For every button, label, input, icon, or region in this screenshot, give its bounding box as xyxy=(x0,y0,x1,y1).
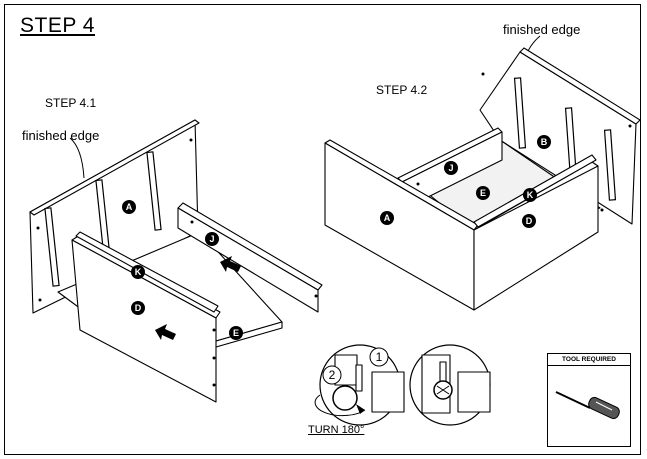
front-panel-d-42 xyxy=(473,165,599,311)
part-bubble-b-2: B xyxy=(537,135,551,149)
svg-text:E: E xyxy=(480,188,486,198)
finished-edge-leader-left xyxy=(69,137,85,179)
step-4-2-drawing xyxy=(324,47,641,311)
svg-text:J: J xyxy=(209,234,214,244)
substep-label-4-1: STEP 4.1 xyxy=(45,96,97,110)
svg-text:2: 2 xyxy=(329,368,336,382)
front-panel-d xyxy=(71,239,217,403)
part-bubble-j-1: J xyxy=(205,232,219,246)
tool-required-label: TOOL REQUIRED xyxy=(548,356,630,366)
part-bubble-d-2: D xyxy=(522,214,536,228)
screwdriver-icon xyxy=(555,391,620,420)
rail-k xyxy=(75,231,219,313)
part-bubble-e-2: E xyxy=(476,186,490,200)
svg-text:D: D xyxy=(135,303,142,313)
svg-text:E: E xyxy=(233,328,239,338)
rail-1 xyxy=(44,207,60,287)
cam-disc xyxy=(332,385,358,411)
cam-panel-right xyxy=(457,371,491,413)
step-title: STEP 4 xyxy=(20,14,95,37)
callout-1 xyxy=(369,347,389,367)
part-bubble-k-1: K xyxy=(131,265,145,279)
svg-text:A: A xyxy=(384,213,391,223)
slide-arrow-d xyxy=(155,324,176,340)
instruction-frame xyxy=(4,4,641,455)
substep-label-4-2: STEP 4.2 xyxy=(376,83,428,97)
part-bubble-a-1: A xyxy=(122,200,136,214)
svg-text:D: D xyxy=(526,216,533,226)
rail-42-3 xyxy=(603,129,617,201)
rail-42-1 xyxy=(513,77,527,149)
part-bubble-e-1: E xyxy=(229,326,243,340)
svg-text:K: K xyxy=(527,190,534,200)
svg-text:A: A xyxy=(126,202,133,212)
rail-3 xyxy=(146,151,162,231)
svg-text:J: J xyxy=(448,163,453,173)
cam-lock-detail-1: 1 2 xyxy=(314,344,405,426)
svg-text:K: K xyxy=(135,267,142,277)
part-bubble-k-2: K xyxy=(523,188,537,202)
finished-edge-label-left: finished edge xyxy=(22,128,100,143)
slide-arrow-j xyxy=(220,256,241,272)
back-panel-edge xyxy=(29,119,200,216)
step-4-1-drawing xyxy=(29,119,323,403)
tool-required-box: TOOL REQUIRED xyxy=(547,353,631,447)
callout-2 xyxy=(322,365,342,385)
back-panel-42-edge xyxy=(519,47,641,125)
svg-text:B: B xyxy=(541,137,548,147)
turn-instruction: TURN 180° xyxy=(308,424,365,436)
cam-lock-detail-2 xyxy=(409,344,491,426)
part-bubble-j-2: J xyxy=(444,161,458,175)
finished-edge-label-right: finished edge xyxy=(503,22,581,37)
svg-text:1: 1 xyxy=(376,350,383,364)
cam-bolt xyxy=(355,364,363,392)
part-bubble-d-1: D xyxy=(131,301,145,315)
part-bubble-a-2: A xyxy=(380,211,394,225)
cam-block-right xyxy=(371,371,405,413)
